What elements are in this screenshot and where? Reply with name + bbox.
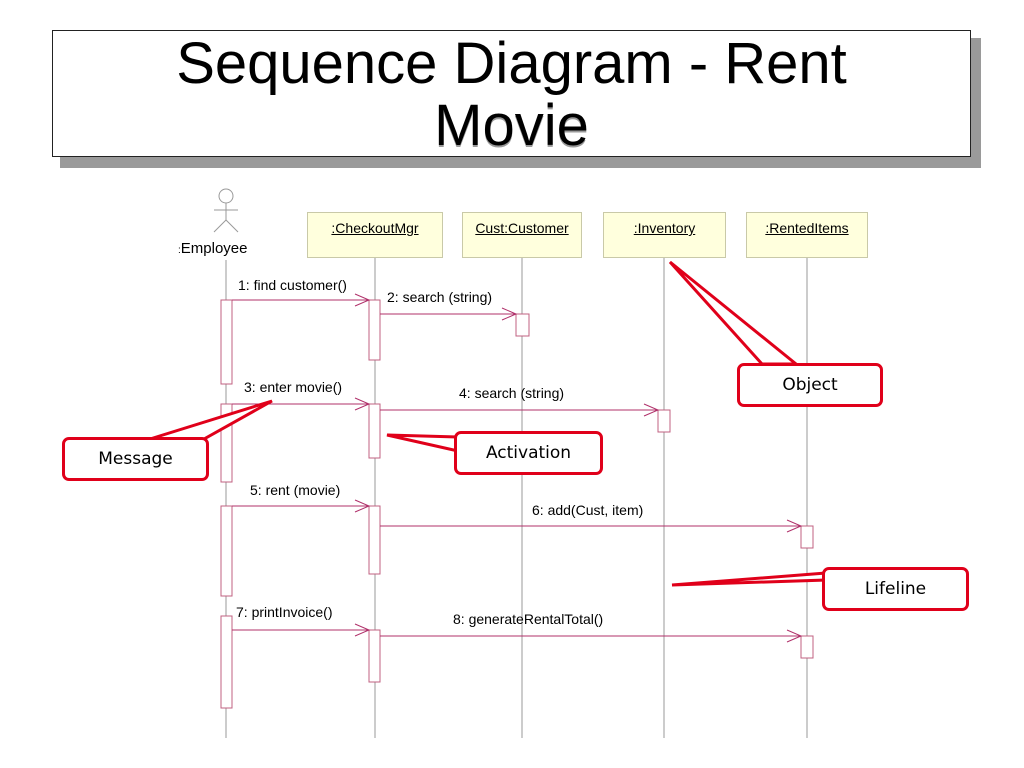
callout-object: Object: [737, 363, 883, 407]
callout-lifeline: Lifeline: [822, 567, 969, 611]
callout-activation: Activation: [454, 431, 603, 475]
title-box: Movie Sequence Diagram - Rent Movie: [52, 30, 971, 157]
activation-bar: [220, 299, 233, 385]
activation-bar: [368, 629, 381, 683]
activation-bar: [800, 525, 814, 549]
actor-label: :Employee: [178, 240, 247, 257]
callout-message: Message: [62, 437, 209, 481]
message-label-3: 3: enter movie(): [244, 379, 343, 395]
callout-activation-pointer: [386, 433, 460, 453]
message-label-5: 5: rent (movie): [250, 482, 341, 498]
actor-label-prefix: :: [178, 245, 181, 256]
actor-label-name: Employee: [180, 240, 248, 257]
activation-bar: [657, 409, 671, 433]
object-renteditems: :RentedItems: [746, 212, 868, 258]
callout-lifeline-pointer: [671, 571, 828, 587]
activation-bar: [515, 313, 530, 337]
message-label-4: 4: search (string): [459, 385, 565, 401]
activation-bar: [800, 635, 814, 659]
title-line-1: Sequence Diagram - Rent: [176, 31, 847, 96]
message-label-6: 6: add(Cust, item): [532, 502, 644, 518]
activation-bar: [220, 615, 233, 709]
message-label-2: 2: search (string): [387, 289, 493, 305]
callout-object-pointer: [668, 260, 801, 366]
activation-bar: [220, 403, 233, 483]
page-title: Sequence Diagram - Rent Movie: [53, 33, 970, 157]
activation-bar: [368, 299, 381, 361]
message-label-7: 7: printInvoice(): [236, 604, 333, 620]
message-label-1: 1: find customer(): [238, 277, 347, 293]
object-customer: Cust:Customer: [462, 212, 582, 258]
activation-bar: [220, 505, 233, 597]
actor-icon: [213, 188, 239, 233]
message-label-8: 8: generateRentalTotal(): [453, 611, 604, 627]
callout-message-pointer: [149, 399, 273, 441]
activation-bar: [368, 505, 381, 575]
title-line-2: Movie: [434, 93, 589, 157]
activation-bar: [368, 403, 381, 459]
title-echo: Movie: [434, 95, 589, 157]
object-inventory: :Inventory: [603, 212, 726, 258]
object-checkoutmgr: :CheckoutMgr: [307, 212, 443, 258]
